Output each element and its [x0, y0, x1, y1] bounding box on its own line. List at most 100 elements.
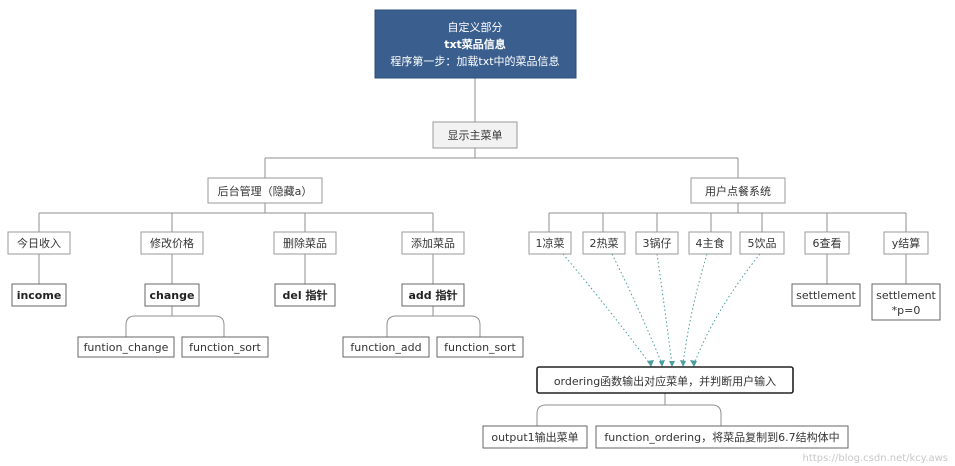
admin-item-label: 添加菜品 — [411, 236, 455, 250]
func-label: add 指针 — [408, 288, 457, 302]
admin-box — [207, 177, 323, 204]
root-line-3: 程序第一步：加载txt中的菜品信息 — [390, 54, 559, 68]
sub-function-sort-2: function_sort — [436, 336, 524, 358]
dish-box — [635, 231, 679, 255]
func-label: del 指针 — [283, 288, 328, 302]
func-label-line-2: *p=0 — [892, 304, 921, 317]
main-menu-box — [432, 121, 518, 149]
root-node: 自定义部分 txt菜品信息 程序第一步：加载txt中的菜品信息 — [374, 9, 577, 79]
sub-box — [436, 336, 524, 358]
dish-3: 3锅仔 — [635, 231, 679, 255]
admin-item-add: 添加菜品 — [401, 231, 465, 255]
func-box — [144, 283, 200, 307]
arrow-dish-4 — [682, 253, 708, 365]
func-view-settlement: settlement — [791, 283, 861, 307]
user-node: 用户点餐系统 — [690, 177, 786, 204]
arrow-dish-3 — [656, 253, 673, 365]
func-box — [791, 283, 861, 307]
arrow-dish-1 — [562, 253, 651, 365]
view-node: 6查看 — [804, 231, 850, 255]
ordering-box — [536, 366, 794, 394]
func-change: change — [144, 283, 200, 307]
dish-label: 2热菜 — [590, 237, 619, 250]
main-menu-node: 显示主菜单 — [432, 121, 518, 149]
dish-label: 4主食 — [696, 236, 725, 250]
dish-label: 3锅仔 — [643, 237, 672, 250]
root-box — [374, 9, 577, 79]
dish-5: 5饮品 — [739, 231, 785, 255]
admin-item-label: 删除菜品 — [283, 236, 327, 250]
func-delete: del 指针 — [274, 283, 336, 307]
sub-function-add: function_add — [342, 336, 430, 358]
sub-label: funtion_change — [84, 341, 169, 354]
func-label-line-1: settlement — [876, 289, 936, 302]
dish-4: 4主食 — [688, 231, 732, 255]
edge-view-pay-funcs — [826, 254, 907, 284]
admin-item-box — [401, 231, 465, 255]
func-pay-settlement: settlement *p=0 — [871, 283, 941, 321]
func-label: settlement — [796, 289, 856, 302]
edge-admin-split — [38, 203, 434, 232]
arrowhead-4 — [680, 360, 686, 367]
admin-item-change: 修改价格 — [140, 231, 204, 255]
sub-box — [181, 336, 269, 358]
admin-item-box — [7, 231, 71, 255]
output-label: function_ordering，将菜品复制到6.7结构体中 — [604, 430, 839, 444]
output-1: output1输出菜单 — [482, 425, 588, 449]
admin-item-income: 今日收入 — [7, 231, 71, 255]
watermark: https://blog.csdn.net/kcy.aws — [803, 453, 948, 464]
edge-change-subs — [125, 306, 225, 337]
output-2: function_ordering，将菜品复制到6.7结构体中 — [595, 425, 849, 449]
func-box — [401, 283, 465, 307]
pay-node: y结算 — [883, 231, 929, 255]
pay-box — [883, 231, 929, 255]
main-menu-label: 显示主菜单 — [448, 129, 503, 142]
dish-label: 1凉菜 — [536, 236, 565, 250]
user-box — [690, 177, 786, 204]
admin-item-box — [273, 231, 337, 255]
admin-item-label: 今日收入 — [17, 236, 61, 250]
sub-box — [342, 336, 430, 358]
edge-user-split — [548, 203, 907, 232]
view-box — [804, 231, 850, 255]
sub-function-sort-1: function_sort — [181, 336, 269, 358]
func-add: add 指针 — [401, 283, 465, 307]
func-income: income — [11, 283, 67, 307]
func-box — [11, 283, 67, 307]
admin-node: 后台管理（隐藏a） — [207, 177, 323, 204]
pay-label: y结算 — [892, 236, 921, 250]
dish-box — [688, 231, 732, 255]
func-box — [274, 283, 336, 307]
sub-label: function_sort — [444, 341, 516, 354]
admin-item-delete: 删除菜品 — [273, 231, 337, 255]
dish-1: 1凉菜 — [528, 231, 572, 255]
dish-label: 5饮品 — [748, 237, 777, 250]
arrowhead-5 — [690, 360, 697, 367]
admin-item-label: 修改价格 — [150, 236, 194, 250]
dish-2: 2热菜 — [582, 231, 626, 255]
sub-label: function_add — [350, 341, 421, 354]
edge-admin-funcs — [38, 254, 434, 284]
ordering-node: ordering函数输出对应菜单，并判断用户输入 — [536, 366, 794, 394]
func-box — [871, 283, 941, 321]
arrow-dish-5 — [693, 253, 761, 365]
arrowhead-3 — [669, 361, 675, 367]
arrowhead-1 — [647, 360, 654, 367]
dish-box — [739, 231, 785, 255]
connectors — [38, 78, 907, 426]
arrowhead-2 — [659, 360, 665, 367]
arrow-dish-2 — [611, 253, 663, 365]
dish-arrows — [562, 253, 761, 367]
dish-box — [528, 231, 572, 255]
output-box — [595, 425, 849, 449]
sub-box — [77, 336, 175, 358]
root-line-2: txt菜品信息 — [444, 37, 506, 51]
user-label: 用户点餐系统 — [705, 184, 771, 198]
root-line-1: 自定义部分 — [448, 20, 503, 34]
dish-box — [582, 231, 626, 255]
edge-main-split — [264, 148, 739, 178]
edge-ordering-outputs — [536, 393, 722, 426]
sub-label: function_sort — [189, 341, 261, 354]
sub-funtion-change: funtion_change — [77, 336, 175, 358]
